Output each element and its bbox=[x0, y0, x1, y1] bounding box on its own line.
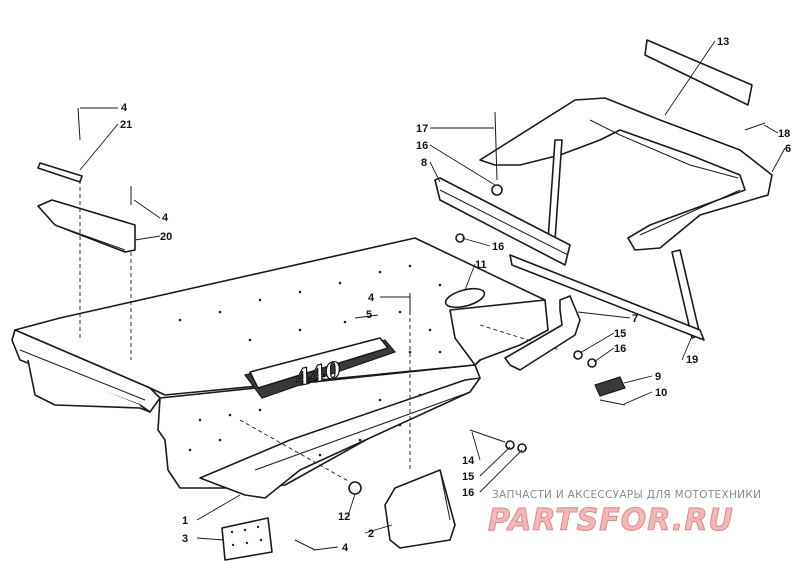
flap-13 bbox=[644, 39, 753, 106]
side-rail-19 bbox=[509, 254, 705, 341]
callout-15: 15 bbox=[462, 471, 474, 483]
callouts: 4 21 4 20 4 5 11 17 16 8 16 13 18 6 7 15… bbox=[120, 36, 791, 554]
callout-16: 16 bbox=[492, 241, 504, 253]
reflector-9 bbox=[594, 376, 626, 397]
callout-4: 4 bbox=[368, 292, 375, 304]
callout-16: 16 bbox=[462, 487, 474, 499]
callout-15: 15 bbox=[614, 328, 626, 340]
bracket-21 bbox=[37, 162, 83, 183]
watermark-brand: PARTSFOR.RU bbox=[488, 503, 734, 538]
callout-16: 16 bbox=[614, 343, 626, 355]
plate-3 bbox=[221, 517, 273, 561]
callout-5: 5 bbox=[366, 309, 372, 321]
callout-14: 14 bbox=[462, 455, 475, 467]
hardware bbox=[294, 111, 766, 551]
callout-9: 9 bbox=[655, 371, 661, 383]
callout-4: 4 bbox=[121, 102, 128, 114]
tunnel-panel: 440 bbox=[11, 237, 549, 499]
callout-21: 21 bbox=[120, 119, 132, 131]
callout-8: 8 bbox=[421, 157, 427, 169]
mount-bracket-2 bbox=[384, 469, 456, 549]
callout-7: 7 bbox=[632, 313, 638, 325]
callout-19: 19 bbox=[686, 354, 698, 366]
callout-3: 3 bbox=[182, 533, 188, 545]
callout-4: 4 bbox=[342, 542, 349, 554]
rear-frame bbox=[479, 97, 773, 339]
callout-13: 13 bbox=[717, 36, 729, 48]
callout-4: 4 bbox=[162, 212, 169, 224]
callout-10: 10 bbox=[655, 387, 667, 399]
exhaust-pipe-7 bbox=[504, 295, 581, 371]
callout-12: 12 bbox=[338, 511, 350, 523]
bracket-20 bbox=[37, 199, 136, 253]
rail-plate-8 bbox=[434, 177, 571, 266]
badge-11 bbox=[444, 287, 486, 309]
callout-17: 17 bbox=[416, 123, 428, 135]
callout-11: 11 bbox=[475, 259, 487, 271]
callout-16: 16 bbox=[416, 140, 428, 152]
callout-1: 1 bbox=[182, 515, 188, 527]
callout-18: 18 bbox=[778, 128, 790, 140]
watermark: ЗАПЧАСТИ И АКСЕССУАРЫ ДЛЯ МОТОТЕХНИКИ PA… bbox=[488, 489, 761, 539]
callout-20: 20 bbox=[160, 231, 172, 243]
callout-2: 2 bbox=[368, 528, 374, 540]
leader-lines bbox=[79, 40, 786, 551]
watermark-caption: ЗАПЧАСТИ И АКСЕССУАРЫ ДЛЯ МОТОТЕХНИКИ bbox=[492, 489, 761, 501]
callout-6: 6 bbox=[785, 143, 791, 155]
